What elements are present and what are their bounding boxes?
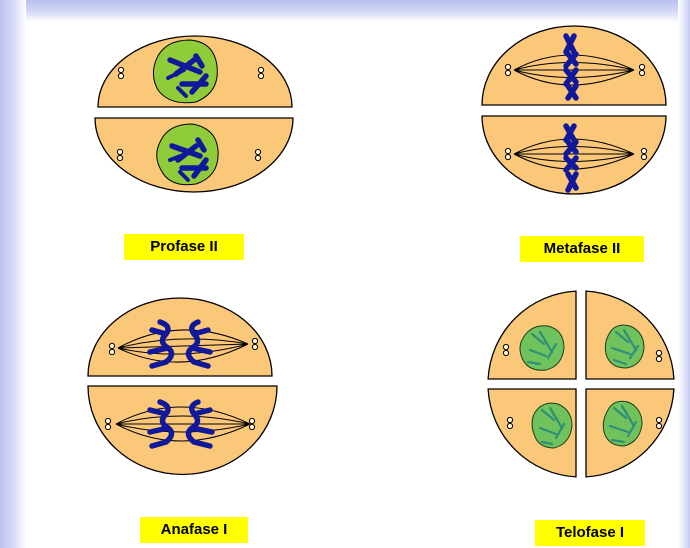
- anafase-i-label: Anafase I: [140, 517, 248, 543]
- telofase-i-top-left-nucleus: [520, 326, 564, 370]
- metafase-ii-label: Metafase II: [520, 236, 644, 262]
- profase-ii-label: Profase II: [124, 234, 244, 260]
- anafase-i-top-cell: [88, 298, 272, 376]
- anafase-i-bottom-cell: [88, 386, 277, 474]
- telofase-i-bottom-right-nucleus: [603, 401, 642, 446]
- profase-ii-diagram: [95, 36, 293, 192]
- telofase-i-bottom-left-nucleus: [532, 403, 572, 448]
- telofase-i-diagram: [488, 291, 674, 477]
- metafase-ii-diagram: [482, 26, 666, 194]
- telofase-i-label: Telofase I: [535, 520, 645, 546]
- telofase-i-top-right-nucleus: [605, 325, 644, 368]
- anafase-i-diagram: [88, 298, 277, 474]
